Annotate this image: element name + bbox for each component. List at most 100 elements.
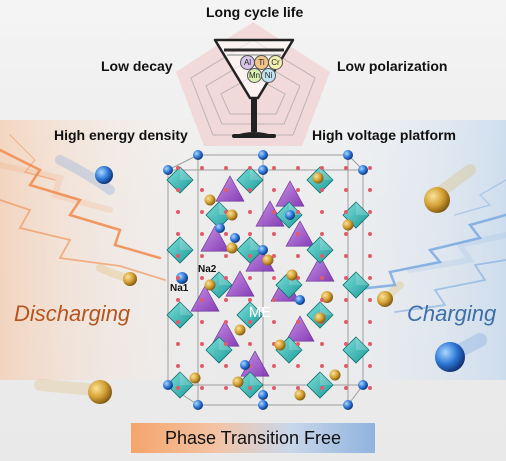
oxygen-atom	[200, 342, 204, 346]
sodium-atom-blue	[258, 150, 268, 160]
sodium-atom-blue	[258, 245, 268, 255]
oxygen-atom	[272, 232, 276, 236]
sodium-atom-gold	[312, 172, 324, 184]
sodium-atom-blue	[258, 165, 268, 175]
oxygen-atom	[248, 320, 252, 324]
glass-element-ni: Ni	[261, 68, 276, 83]
charging-label: Charging	[407, 301, 497, 326]
oxygen-atom	[272, 276, 276, 280]
prism-polyhedron	[200, 225, 230, 252]
oxygen-atom	[368, 276, 372, 280]
oxygen-atom	[200, 298, 204, 302]
oxygen-atom	[200, 320, 204, 324]
sodium-atom-blue	[193, 400, 203, 410]
oxygen-atom	[368, 166, 372, 170]
me-octahedron	[306, 236, 334, 264]
oxygen-atom	[320, 298, 324, 302]
oxygen-atom	[176, 166, 180, 170]
oxygen-atom	[176, 320, 180, 324]
oxygen-atom	[272, 386, 276, 390]
sodium-atom-blue	[230, 233, 240, 243]
oxygen-atom	[368, 254, 372, 258]
oxygen-atom	[368, 210, 372, 214]
sodium-atom-gold	[342, 219, 354, 231]
oxygen-atom	[224, 276, 228, 280]
oxygen-atom	[296, 386, 300, 390]
sodium-atom-blue	[163, 380, 173, 390]
oxygen-atom	[200, 254, 204, 258]
oxygen-atom	[224, 320, 228, 324]
oxygen-atom	[368, 298, 372, 302]
oxygen-atom	[200, 364, 204, 368]
oxygen-atom	[272, 210, 276, 214]
sodium-atom-blue	[358, 380, 368, 390]
oxygen-atom	[272, 166, 276, 170]
me-octahedron	[166, 371, 194, 399]
oxygen-atom	[320, 188, 324, 192]
oxygen-atom	[368, 188, 372, 192]
me-octahedron	[166, 301, 194, 329]
property-long-cycle-life: Long cycle life	[206, 4, 304, 20]
sodium-atom-gold	[294, 389, 306, 401]
oxygen-atom	[200, 386, 204, 390]
sodium-atom-blue	[163, 165, 173, 175]
me-octahedron	[236, 371, 264, 399]
oxygen-atom	[344, 342, 348, 346]
oxygen-atom	[248, 386, 252, 390]
right-sodium-ions	[321, 164, 487, 372]
oxygen-atom	[296, 320, 300, 324]
sodium-atom-blue	[193, 150, 203, 160]
property-high-voltage-platform: High voltage platform	[312, 127, 456, 143]
oxygen-atom	[200, 232, 204, 236]
oxygen-atom	[248, 210, 252, 214]
crystal-structure	[163, 150, 372, 410]
oxygen-atom	[176, 364, 180, 368]
sodium-atom-gold	[286, 269, 298, 281]
oxygen-atom	[344, 232, 348, 236]
sodium-atom-gold	[226, 209, 238, 221]
oxygen-atom	[344, 210, 348, 214]
sodium-atom-gold	[226, 242, 238, 254]
sodium-atom-blue	[215, 223, 225, 233]
discharging-label: Discharging	[14, 301, 131, 326]
sodium-atom-blue	[358, 165, 368, 175]
sodium-atom-gold	[232, 376, 244, 388]
prism-polyhedron	[215, 175, 245, 202]
oxygen-atom	[272, 188, 276, 192]
oxygen-atom	[200, 166, 204, 170]
oxygen-atom	[224, 298, 228, 302]
oxygen-atom	[320, 386, 324, 390]
oxygen-atom	[320, 364, 324, 368]
oxygen-atom	[200, 210, 204, 214]
sodium-atom-blue	[343, 150, 353, 160]
oxygen-atom	[200, 276, 204, 280]
oxygen-atom	[368, 342, 372, 346]
oxygen-atom	[320, 232, 324, 236]
sodium-atom-blue	[343, 400, 353, 410]
right-lightning	[348, 179, 506, 313]
na1-site-label: Na1	[170, 283, 189, 294]
glass-element-al: Al	[240, 55, 255, 70]
property-low-polarization: Low polarization	[337, 58, 448, 74]
oxygen-atom	[320, 210, 324, 214]
oxygen-atom	[248, 254, 252, 258]
oxygen-atom	[176, 254, 180, 258]
oxygen-atom	[176, 232, 180, 236]
oxygen-atom	[320, 166, 324, 170]
me-octahedron	[166, 236, 194, 264]
oxygen-atom	[272, 320, 276, 324]
me-octahedron	[342, 271, 370, 299]
oxygen-atom	[224, 166, 228, 170]
oxygen-atom	[344, 298, 348, 302]
prism-polyhedron	[285, 220, 315, 247]
oxygen-atom	[296, 254, 300, 258]
na2-site-label: Na2	[198, 264, 217, 275]
oxygen-atom	[224, 342, 228, 346]
oxygen-atom	[344, 320, 348, 324]
oxygen-atom	[176, 210, 180, 214]
sodium-atom-blue	[258, 390, 268, 400]
oxygen-atom	[368, 364, 372, 368]
sodium-atom-gold	[204, 194, 216, 206]
oxygen-atom	[320, 276, 324, 280]
oxygen-atom	[248, 276, 252, 280]
